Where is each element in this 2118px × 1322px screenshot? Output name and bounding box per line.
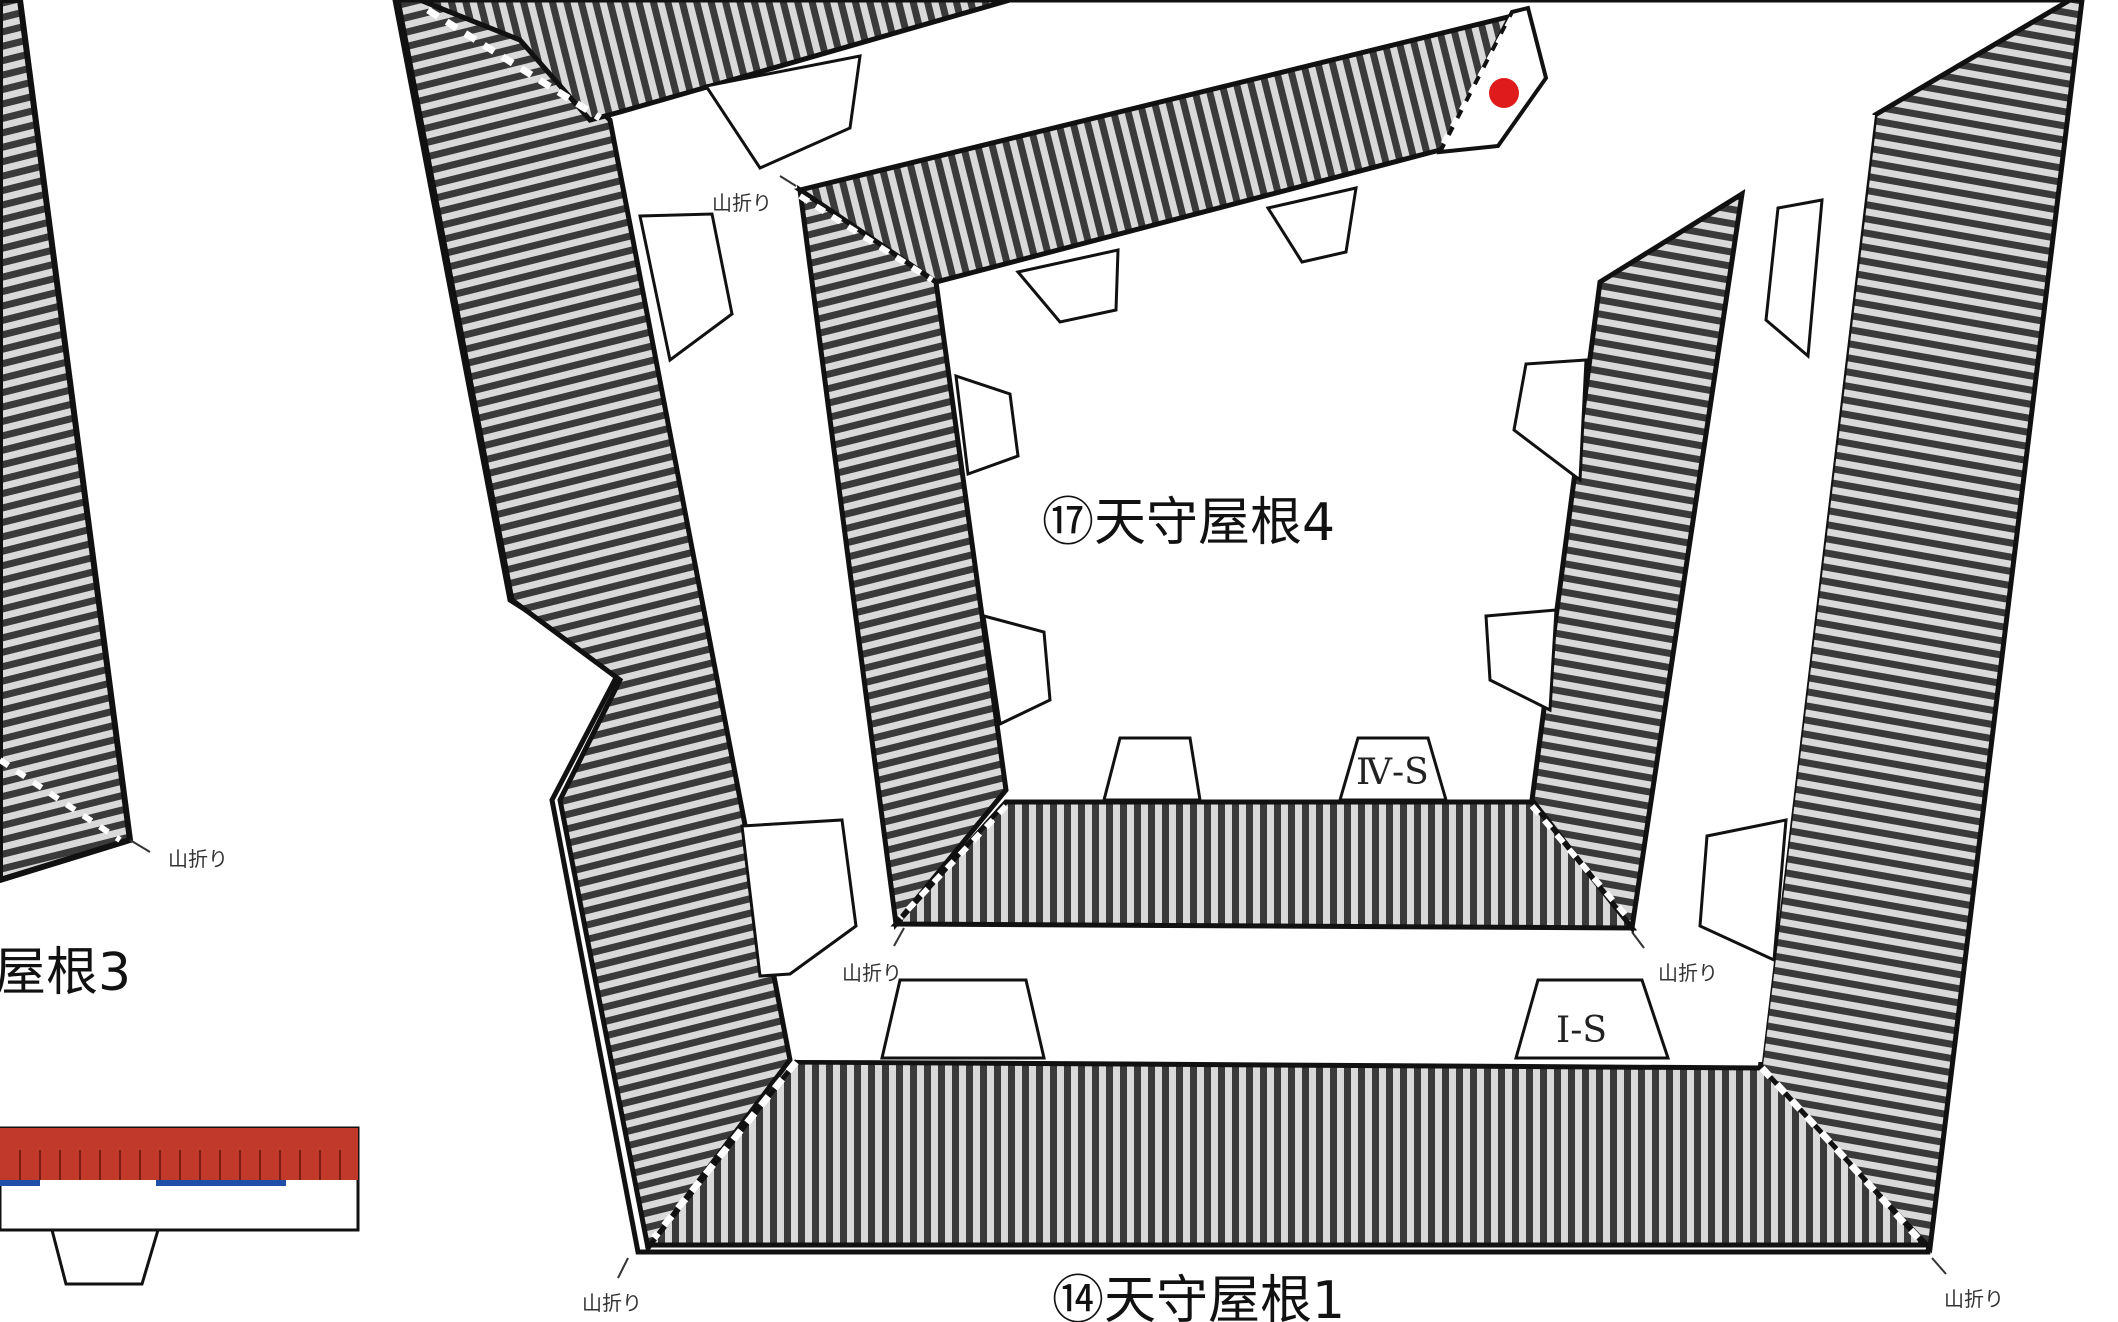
roof3-label: 屋根3: [0, 943, 131, 1003]
roof3-partial-piece: [0, 0, 151, 884]
roof4-inner-piece: [779, 5, 1746, 949]
fold-label: 山折り: [842, 961, 902, 985]
fold-label: 山折り: [1658, 961, 1718, 985]
fold-label: 山折り: [582, 1291, 642, 1315]
fold-label: 山折り: [1944, 1287, 2004, 1311]
color-strip-piece: [0, 1126, 360, 1286]
roof1-label: ⑭天守屋根1: [1052, 1271, 1345, 1322]
roof4-label: ⑰天守屋根4: [1042, 493, 1335, 553]
fold-label: 山折り: [712, 191, 772, 215]
tab-label-iv: Ⅳ-S: [1356, 752, 1429, 793]
tab-label-i: Ⅰ-S: [1556, 1010, 1607, 1051]
fold-label: 山折り: [168, 847, 228, 871]
position-marker: [1489, 78, 1519, 108]
